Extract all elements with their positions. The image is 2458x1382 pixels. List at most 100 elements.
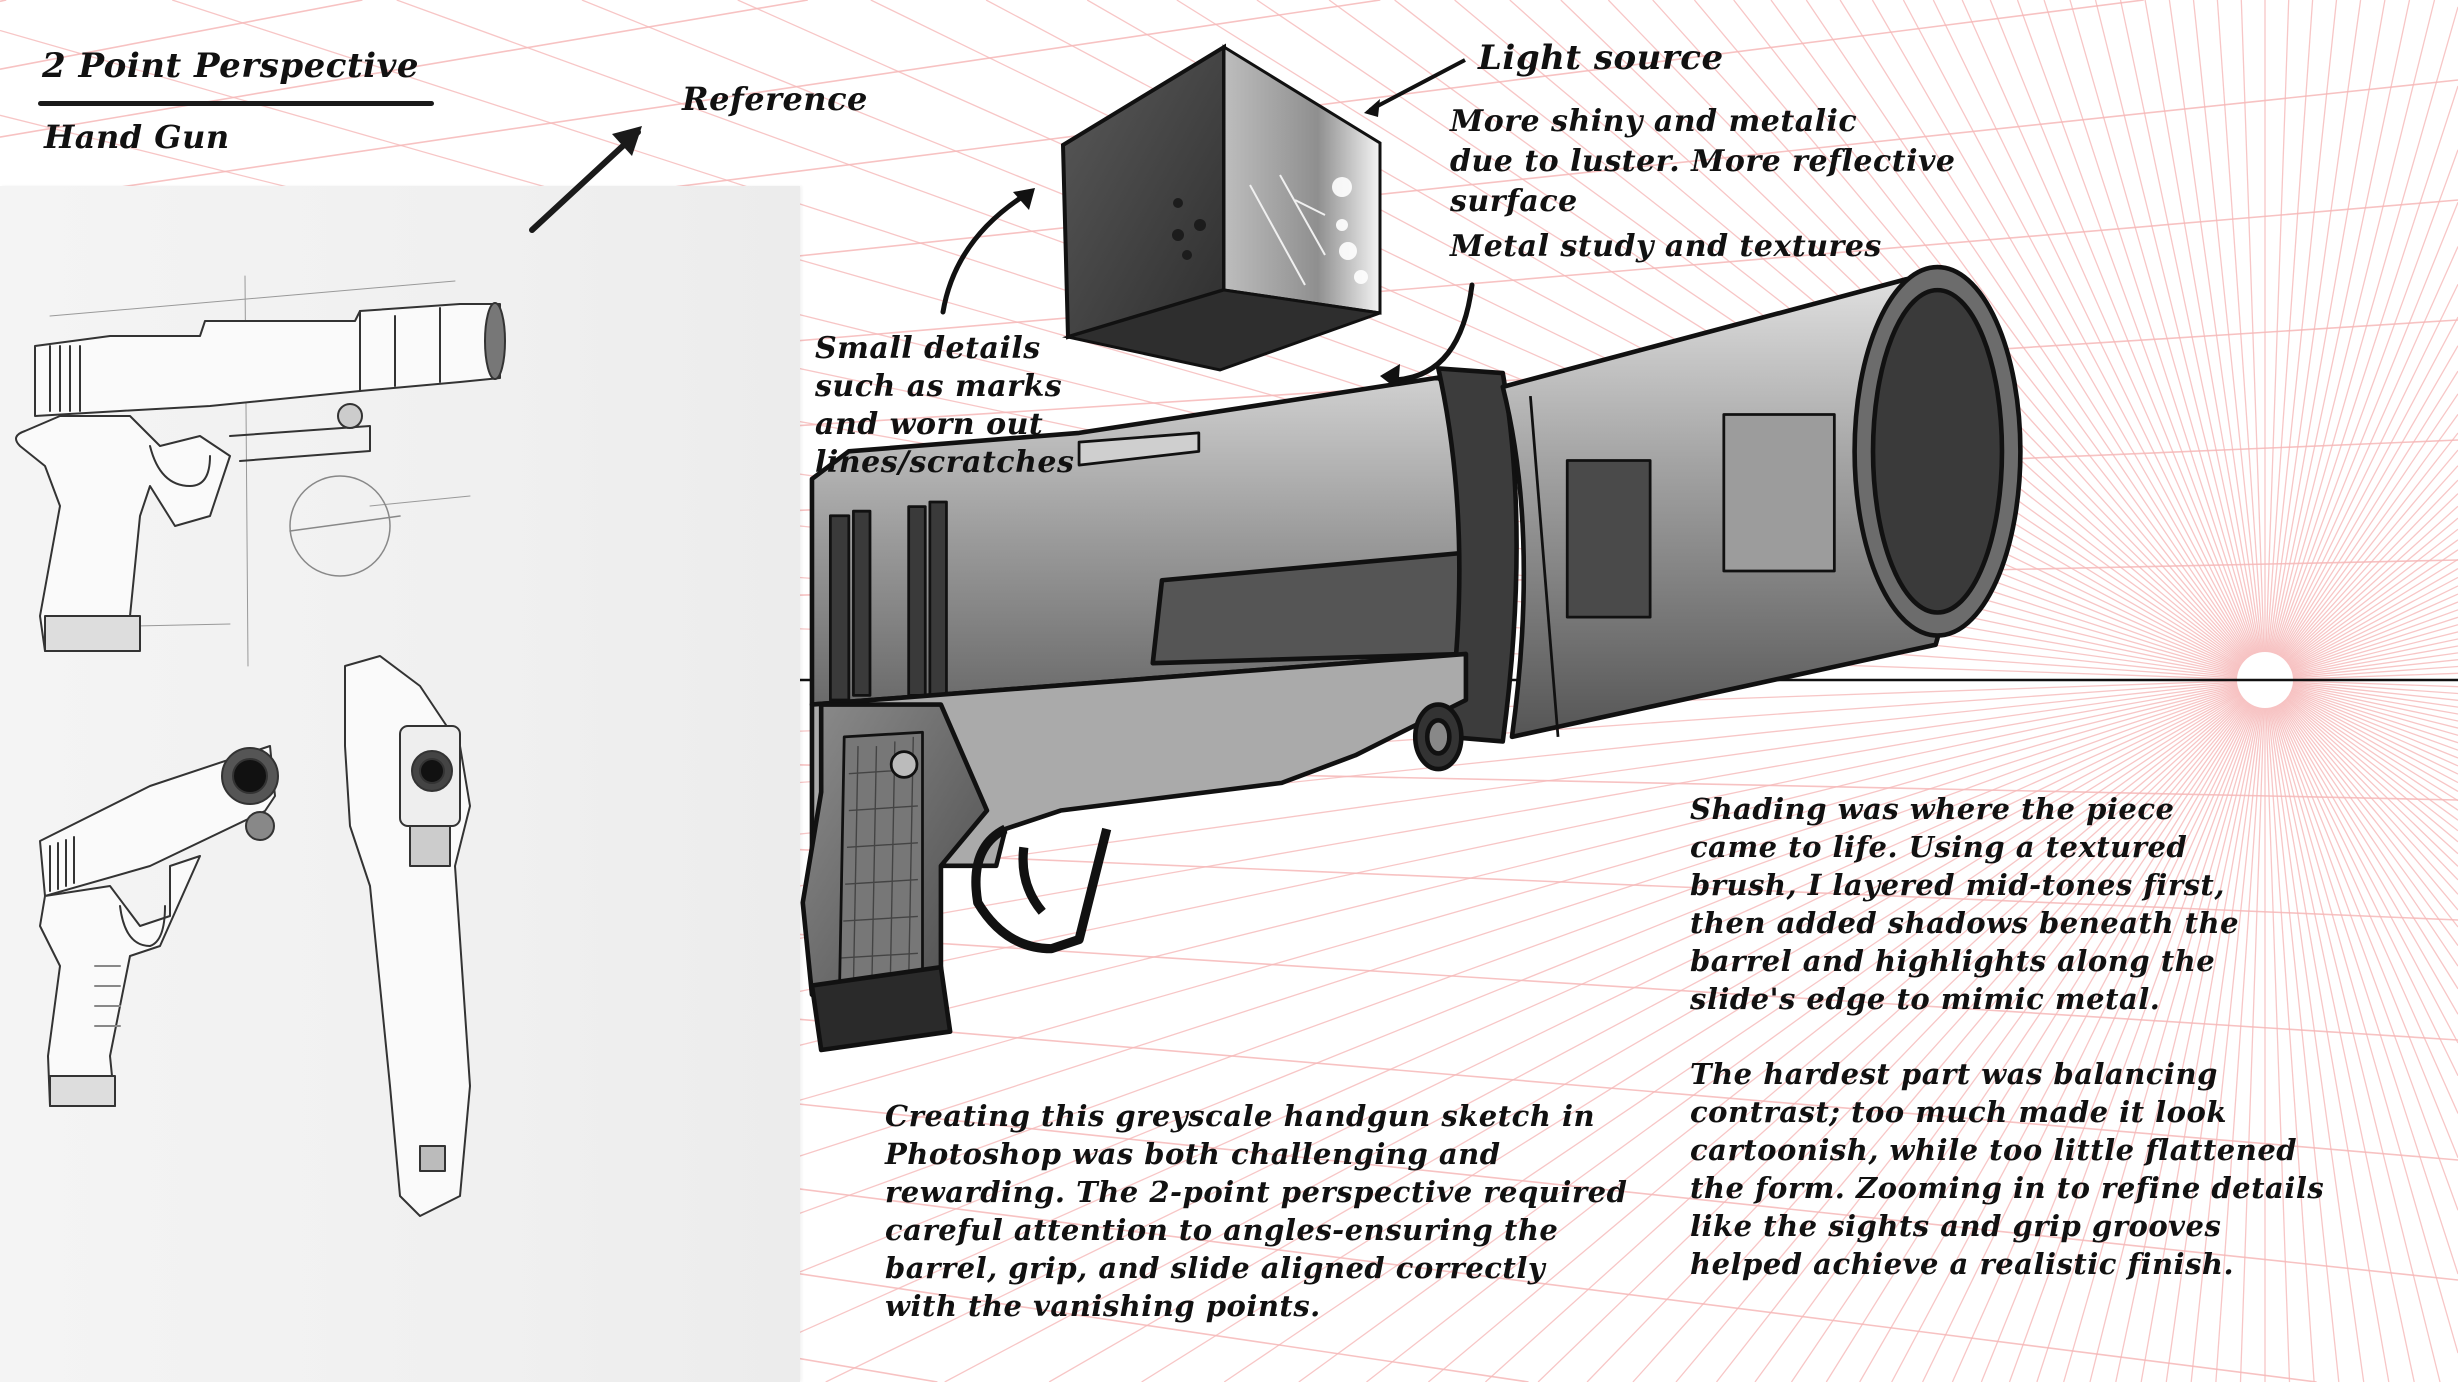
grid-line bbox=[2140, 679, 2266, 1382]
grid-line bbox=[0, 0, 1381, 206]
trigger bbox=[1018, 846, 1046, 915]
grid-line bbox=[2192, 0, 2266, 681]
grid-line bbox=[2264, 539, 2458, 681]
grid-line bbox=[527, 679, 2266, 1382]
grid-line bbox=[1805, 0, 2266, 681]
grid-line bbox=[2264, 624, 2458, 681]
grid-line bbox=[1484, 679, 2266, 1382]
grid-line bbox=[2264, 0, 2436, 681]
cube-left-face bbox=[1060, 43, 1226, 340]
grid-line bbox=[1427, 679, 2266, 1382]
grid-line bbox=[2264, 679, 2458, 792]
grid-line bbox=[2264, 609, 2458, 681]
grid-line bbox=[2264, 345, 2458, 681]
grid-line bbox=[2264, 558, 2458, 681]
grid-line bbox=[2168, 0, 2266, 681]
grid-line bbox=[870, 0, 2266, 681]
grid-line bbox=[2069, 0, 2266, 681]
grid-line bbox=[2264, 479, 2458, 681]
grid-line bbox=[1754, 679, 2266, 1382]
grid-line bbox=[2216, 0, 2266, 681]
grid-line bbox=[2144, 0, 2266, 681]
grid-line bbox=[1048, 679, 2266, 1382]
grid-line bbox=[2264, 0, 2290, 681]
grid-line bbox=[2264, 679, 2458, 895]
grid-line bbox=[1902, 0, 2266, 681]
grid-line bbox=[1871, 0, 2266, 681]
grid-line bbox=[2264, 493, 2458, 681]
grid-line bbox=[2264, 679, 2458, 1158]
grid-line bbox=[2264, 85, 2458, 681]
metal-study-label: Metal study and textures bbox=[1450, 229, 1882, 264]
grid-line bbox=[2264, 679, 2458, 821]
grid-line bbox=[2264, 679, 2458, 736]
grid-line bbox=[2264, 679, 2458, 767]
grid-line bbox=[2264, 679, 2458, 751]
grid-line bbox=[2008, 679, 2266, 1382]
hardest-part-paragraph: The hardest part was balancing contrast;… bbox=[1690, 1057, 2325, 1281]
grid-line bbox=[2264, 585, 2458, 681]
grid-line bbox=[2264, 593, 2458, 681]
grid-line bbox=[2264, 0, 2386, 681]
silencer-collar bbox=[1435, 366, 1519, 744]
grid-line bbox=[2264, 679, 2458, 946]
grid-line bbox=[2264, 679, 2458, 715]
grid-line bbox=[2264, 679, 2458, 855]
reference-label: Reference bbox=[682, 80, 868, 118]
grid-line bbox=[2240, 0, 2266, 681]
gun-magazine bbox=[809, 964, 953, 1053]
creating-paragraph: Creating this greyscale handgun sketch i… bbox=[885, 1099, 1628, 1323]
grid-line bbox=[2264, 679, 2458, 832]
light-source-label: Light source bbox=[1478, 38, 1724, 78]
grid-line bbox=[2264, 202, 2458, 681]
grid-line bbox=[2215, 679, 2266, 1382]
grid-line bbox=[2264, 568, 2458, 681]
grid-line bbox=[825, 679, 2266, 1382]
shading-paragraph: Shading was where the piece came to life… bbox=[1690, 792, 2240, 1016]
grid-line bbox=[1586, 679, 2266, 1382]
grid-line bbox=[2264, 679, 2458, 729]
grid-line bbox=[2264, 679, 2458, 701]
grid-line bbox=[2264, 316, 2458, 681]
grid-line bbox=[1366, 679, 2266, 1382]
grid-line bbox=[2264, 679, 2458, 881]
grid-line bbox=[2264, 679, 2458, 990]
grid-line bbox=[1891, 679, 2266, 1382]
grid-line bbox=[2264, 679, 2458, 843]
grid-line bbox=[2264, 679, 2458, 1114]
grid-line bbox=[1790, 679, 2266, 1382]
grid-line bbox=[2264, 645, 2458, 681]
grid-line bbox=[2264, 679, 2458, 1015]
grid-line bbox=[1825, 679, 2266, 1382]
grid-line bbox=[2264, 505, 2458, 681]
grid-line bbox=[2264, 652, 2458, 681]
grid-line bbox=[737, 0, 2266, 681]
grid-line bbox=[2264, 149, 2458, 681]
grid-line bbox=[1922, 679, 2266, 1382]
grid-line bbox=[2264, 679, 2458, 811]
grid-line bbox=[2264, 638, 2458, 681]
grid-line bbox=[944, 679, 2266, 1382]
grid-line bbox=[2264, 679, 2458, 1211]
grid-line bbox=[2264, 414, 2458, 681]
grid-line bbox=[2264, 0, 2314, 681]
grid-line bbox=[1298, 679, 2266, 1382]
sketch-three-quarter-view bbox=[39, 745, 279, 1107]
grid-line bbox=[2264, 631, 2458, 681]
grid-line bbox=[2264, 6, 2458, 681]
grid-line bbox=[2264, 679, 2458, 744]
grid-line bbox=[2264, 679, 2458, 911]
grid-line bbox=[2264, 370, 2458, 681]
grid-line bbox=[2264, 679, 2458, 1076]
grid-line bbox=[2264, 246, 2458, 681]
page-title: 2 Point Perspective bbox=[42, 46, 419, 86]
small-details-note: Small details such as marks and worn out… bbox=[815, 331, 1075, 480]
grid-line bbox=[1141, 679, 2266, 1382]
grid-line bbox=[0, 0, 808, 138]
grid-line bbox=[688, 679, 2266, 1382]
grid-line bbox=[1675, 679, 2266, 1382]
grid-line bbox=[2264, 679, 2458, 759]
grid-line bbox=[2264, 659, 2458, 681]
grid-line bbox=[2264, 284, 2458, 681]
